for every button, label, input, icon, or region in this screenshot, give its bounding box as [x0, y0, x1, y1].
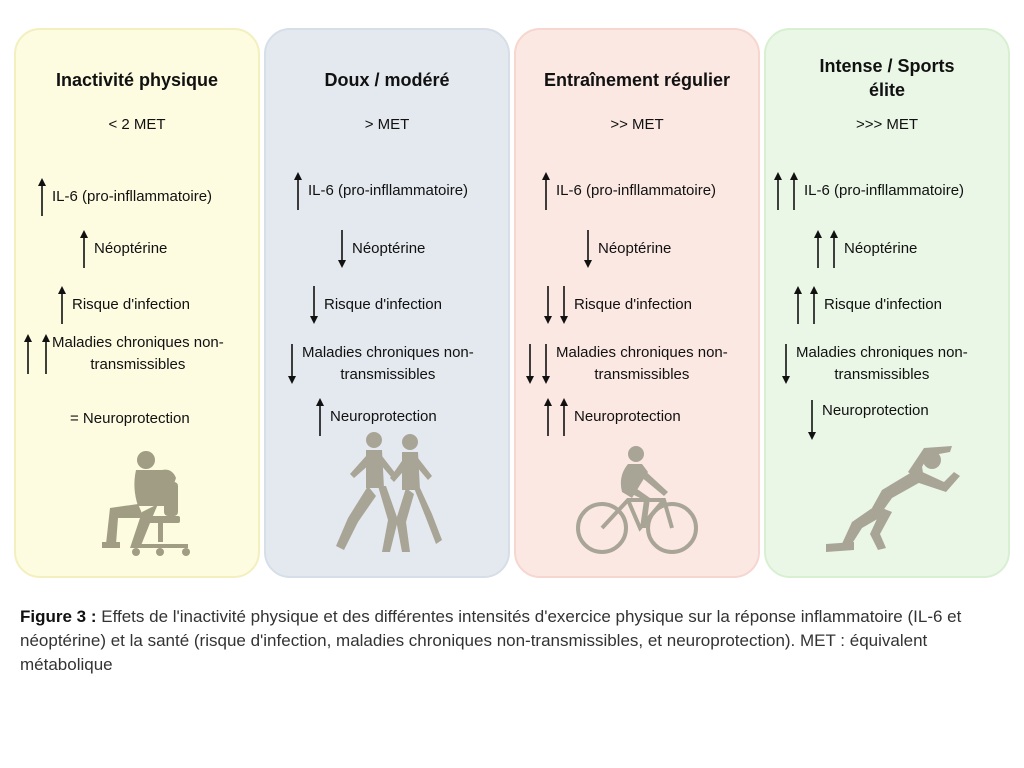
met-level: >>> MET: [855, 116, 919, 133]
neopterine-label: Néoptérine: [94, 240, 168, 257]
row-neuro: Neuroprotection: [316, 398, 437, 436]
arrow-up-icon: [542, 172, 550, 210]
met-level: > MET: [364, 116, 410, 133]
arrow-down-icon: [338, 230, 346, 268]
sitting-person-silhouette: [16, 448, 258, 558]
chronic-label-line2: transmissibles: [90, 356, 186, 373]
panel-intense-sports-elite: Intense / Sports élite >>> MET IL-6 (pro…: [764, 28, 1010, 578]
row-chronic: Maladies chroniques non- transmissibles: [526, 342, 728, 386]
chronic-label-line2: transmissibles: [834, 366, 930, 383]
chronic-label-line1: Maladies chroniques non-: [556, 344, 728, 361]
row-infection: Risque d'infection: [310, 286, 442, 324]
arrow-up-icon: [24, 334, 32, 374]
arrow-up-icon: [814, 230, 822, 268]
met-level: < 2 MET: [108, 116, 166, 133]
arrow-down-icon: [560, 286, 568, 324]
neuro-label: = Neuroprotection: [70, 410, 190, 427]
infection-label: Risque d'infection: [824, 296, 942, 313]
arrow-down-icon: [542, 344, 550, 384]
chronic-label-line2: transmissibles: [594, 366, 690, 383]
row-infection: Risque d'infection: [58, 286, 190, 324]
panel-title: Entraînement régulier: [543, 70, 731, 90]
row-infection: Risque d'infection: [794, 286, 942, 324]
neopterine-label: Néoptérine: [352, 240, 426, 257]
arrow-up-icon: [80, 230, 88, 268]
neopterine-label: Néoptérine: [844, 240, 918, 257]
arrow-down-icon: [782, 344, 790, 384]
panel-title: Inactivité physique: [55, 70, 219, 90]
il6-label: IL-6 (pro-infllammatoire): [308, 182, 469, 199]
row-chronic: Maladies chroniques non- transmissibles: [288, 342, 474, 386]
arrow-down-icon: [288, 344, 296, 384]
row-neuro: Neuroprotection: [544, 398, 681, 436]
arrow-down-icon: [584, 230, 592, 268]
panel-inactivite: Inactivité physique < 2 MET IL-6 (pro-in…: [14, 28, 260, 578]
row-il6: IL-6 (pro-infllammatoire): [774, 172, 964, 210]
panel-title: Doux / modéré: [324, 70, 450, 90]
met-level: >> MET: [610, 116, 664, 133]
chronic-label-line1: Maladies chroniques non-: [52, 334, 224, 351]
infection-label: Risque d'infection: [324, 296, 442, 313]
row-neuro: Neuroprotection: [808, 400, 929, 440]
arrow-up-icon: [774, 172, 782, 210]
arrow-up-icon: [544, 398, 552, 436]
neuro-label: Neuroprotection: [330, 408, 437, 425]
panel-entrainement-regulier: Entraînement régulier >> MET IL-6 (pro-i…: [514, 28, 760, 578]
arrow-up-icon: [794, 286, 802, 324]
cyclist-silhouette: [516, 442, 758, 558]
il6-label: IL-6 (pro-infllammatoire): [52, 188, 213, 205]
arrow-up-icon: [560, 398, 568, 436]
chronic-label-line1: Maladies chroniques non-: [796, 344, 968, 361]
figure-caption: Figure 3 : Effets de l'inactivité physiq…: [20, 605, 1010, 677]
row-chronic: Maladies chroniques non- transmissibles: [24, 332, 224, 376]
chronic-label-line1: Maladies chroniques non-: [302, 344, 474, 361]
row-il6: IL-6 (pro-infllammatoire): [38, 178, 212, 216]
row-il6: IL-6 (pro-infllammatoire): [294, 172, 468, 210]
arrow-down-icon: [544, 286, 552, 324]
arrow-up-icon: [38, 178, 46, 216]
infection-label: Risque d'infection: [72, 296, 190, 313]
arrow-up-icon: [294, 172, 302, 210]
arrow-up-icon: [810, 286, 818, 324]
arrow-up-icon: [58, 286, 66, 324]
panel-title: Intense / Sports élite: [766, 54, 1008, 102]
arrow-up-icon: [790, 172, 798, 210]
panel-title-line1: Intense / Sports: [819, 56, 955, 76]
neuro-label: Neuroprotection: [574, 408, 681, 425]
sprinter-silhouette: [766, 438, 1008, 558]
row-neopterine: Néoptérine: [338, 230, 425, 268]
panel-title-line2: élite: [868, 80, 906, 100]
arrow-down-icon: [310, 286, 318, 324]
il6-label: IL-6 (pro-infllammatoire): [556, 182, 717, 199]
row-il6: IL-6 (pro-infllammatoire): [542, 172, 716, 210]
arrow-down-icon: [808, 400, 816, 440]
il6-label: IL-6 (pro-infllammatoire): [804, 182, 965, 199]
figure-label: Figure 3 :: [20, 607, 97, 626]
row-neopterine: Néoptérine: [584, 230, 671, 268]
neopterine-label: Néoptérine: [598, 240, 672, 257]
arrow-up-icon: [316, 398, 324, 436]
row-infection: Risque d'infection: [544, 286, 692, 324]
arrow-up-icon: [42, 334, 50, 374]
arrow-up-icon: [830, 230, 838, 268]
arrow-down-icon: [526, 344, 534, 384]
joggers-silhouette: [266, 428, 508, 558]
figure-caption-text: Effets de l'inactivité physique et des d…: [20, 607, 962, 674]
chronic-label-line2: transmissibles: [340, 366, 436, 383]
infection-label: Risque d'infection: [574, 296, 692, 313]
panel-doux-modere: Doux / modéré > MET IL-6 (pro-infllammat…: [264, 28, 510, 578]
row-neopterine: Néoptérine: [80, 230, 167, 268]
neuro-label: Neuroprotection: [822, 402, 929, 419]
row-neuro: = Neuroprotection: [70, 408, 190, 430]
row-neopterine: Néoptérine: [814, 230, 917, 268]
row-chronic: Maladies chroniques non- transmissibles: [782, 342, 968, 386]
